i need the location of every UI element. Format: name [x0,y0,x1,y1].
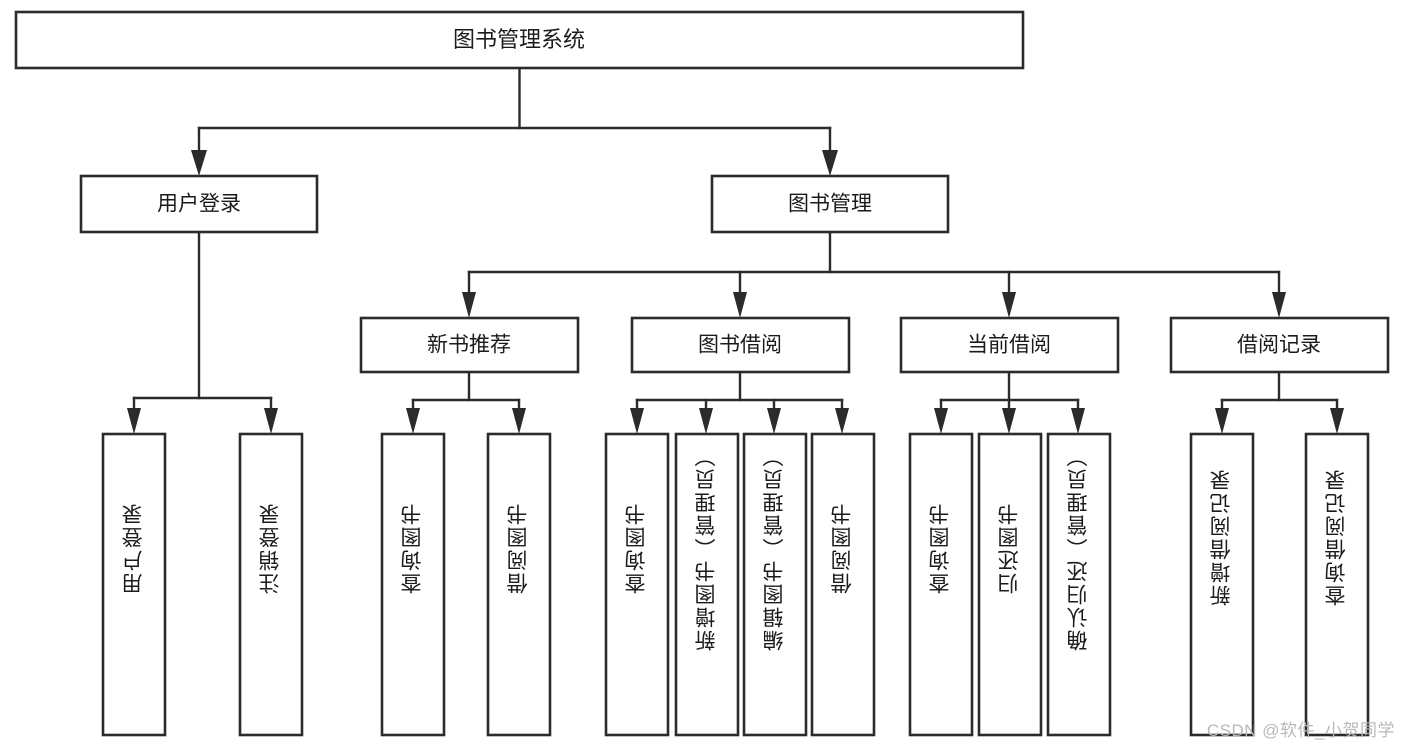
arrow-new-book-recommend [462,292,476,318]
node-borrow-record[interactable]: 借阅记录 [1169,316,1390,374]
leaf-query-book-1-box[interactable] [380,432,446,737]
arrow-leaf-borrow-book-2 [835,408,849,434]
new-book-recommend-box[interactable] [359,316,580,374]
node-book-borrow[interactable]: 图书借阅 [630,316,851,374]
leaf-query-book-2-box[interactable] [604,432,670,737]
leaf-return-book-box[interactable] [977,432,1043,737]
leaf-edit-book-box[interactable] [742,432,808,737]
leaf-add-record-box[interactable] [1189,432,1255,737]
borrow-record-box[interactable] [1169,316,1390,374]
book-management-label: 图书管理 [788,193,872,216]
arrow-current-borrow [1002,292,1016,318]
leaf-borrow-book-2-box[interactable] [810,432,876,737]
current-borrow-box[interactable] [899,316,1120,374]
borrow-record-label: 借阅记录 [1237,334,1321,357]
arrow-user-login [191,150,207,176]
arrow-leaf-edit-book [767,408,781,434]
arrow-leaf-borrow-book-1 [512,408,526,434]
node-new-book-recommend[interactable]: 新书推荐 [359,316,580,374]
leaf-box-layer [101,432,1370,737]
arrow-leaf-add-record [1215,408,1229,434]
arrow-leaf-return-book [1002,408,1016,434]
root-label: 图书管理系统 [453,27,585,52]
arrow-leaf-query-book-3 [934,408,948,434]
leaf-borrow-book-1-box[interactable] [486,432,552,737]
new-book-recommend-label: 新书推荐 [427,334,511,357]
root-box[interactable] [14,10,1025,70]
node-root[interactable]: 图书管理系统 [14,10,1025,70]
leaf-query-record-box[interactable] [1304,432,1370,737]
arrow-book-management [822,150,838,176]
node-book-management[interactable]: 图书管理 [710,174,950,234]
arrow-book-borrow [733,292,747,318]
user-login-box[interactable] [79,174,319,234]
current-borrow-label: 当前借阅 [967,334,1051,357]
arrow-borrow-record [1272,292,1286,318]
connector-layer [127,66,1344,434]
leaf-add-book-box[interactable] [674,432,740,737]
leaf-user-logout-box[interactable] [238,432,304,737]
leaf-confirm-return-box[interactable] [1046,432,1112,737]
node-current-borrow[interactable]: 当前借阅 [899,316,1120,374]
arrow-leaf-query-book-1 [406,408,420,434]
book-borrow-box[interactable] [630,316,851,374]
leaf-query-book-3-box[interactable] [908,432,974,737]
user-login-label: 用户登录 [157,193,241,216]
node-user-login[interactable]: 用户登录 [79,174,319,234]
arrow-leaf-user-login [127,408,141,434]
book-management-box[interactable] [710,174,950,234]
book-borrow-label: 图书借阅 [698,334,782,357]
arrow-leaf-user-logout [264,408,278,434]
arrow-leaf-add-book [699,408,713,434]
leaf-user-login-box[interactable] [101,432,167,737]
arrow-leaf-query-book-2 [630,408,644,434]
arrow-leaf-confirm-return [1071,408,1085,434]
csdn-watermark: CSDN @软件_小贺同学 [1206,721,1395,740]
arrow-leaf-query-record [1330,408,1344,434]
